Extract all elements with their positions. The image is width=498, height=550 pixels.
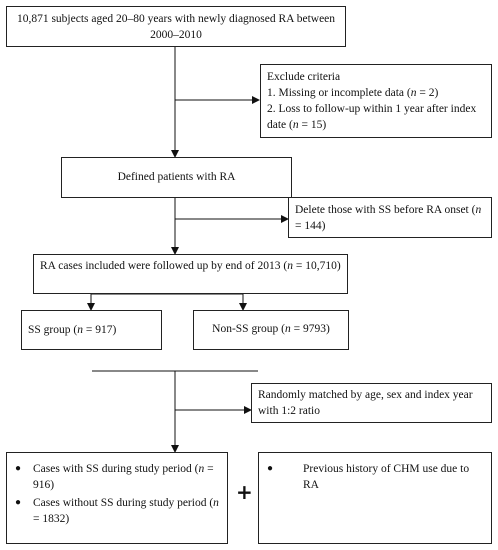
chm-history-box: ● Previous history of CHM use due to RA	[258, 452, 492, 544]
non-ss-group-box: Non-SS group (n = 9793)	[193, 310, 349, 350]
bullet-icon: ●	[15, 463, 22, 474]
study-cases-box: ● Cases with SS during study period (n =…	[6, 452, 228, 544]
plus-sign: +	[236, 480, 253, 504]
defined-patients-text: Defined patients with RA	[117, 171, 236, 183]
cases-without-ss-item: ● Cases without SS during study period (…	[15, 497, 219, 525]
exclude-title: Exclude criteria	[267, 71, 341, 83]
bullet-icon: ●	[15, 497, 22, 508]
exclude-item-2: 2. Loss to follow-up within 1 year after…	[267, 103, 477, 131]
initial-cohort-box: 10,871 subjects aged 20–80 years with ne…	[6, 6, 346, 47]
bullet-icon: ●	[267, 463, 274, 474]
ss-group-box: SS group (n = 917)	[21, 310, 162, 350]
exclude-criteria-box: Exclude criteria 1. Missing or incomplet…	[260, 64, 492, 138]
random-match-box: Randomly matched by age, sex and index y…	[251, 383, 492, 423]
cases-with-ss-item: ● Cases with SS during study period (n =…	[15, 463, 214, 491]
defined-patients-box: Defined patients with RA	[61, 157, 292, 198]
followed-up-box: RA cases included were followed up by en…	[33, 254, 348, 294]
exclude-item-1: 1. Missing or incomplete data (n = 2)	[267, 87, 439, 99]
delete-ss-box: Delete those with SS before RA onset (n …	[288, 197, 492, 238]
chm-history-item: ● Previous history of CHM use due to RA	[267, 463, 470, 491]
random-match-text: Randomly matched by age, sex and index y…	[258, 389, 473, 417]
initial-cohort-text: 10,871 subjects aged 20–80 years with ne…	[16, 13, 336, 41]
